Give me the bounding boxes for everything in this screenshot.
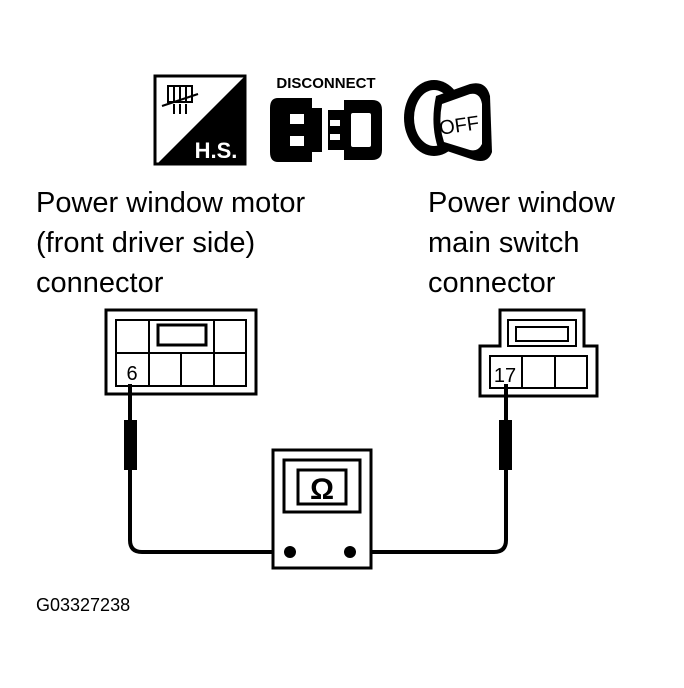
left-connector-title: Power window motor (front driver side) c…: [36, 187, 305, 299]
left-title-line-1: Power window motor: [36, 187, 305, 219]
left-title-line-3: connector: [36, 267, 164, 299]
harness-sign-label: H.S.: [195, 138, 238, 163]
left-title-line-2: (front driver side): [36, 227, 255, 259]
left-probe-lead: [124, 384, 290, 554]
left-connector: [104, 308, 258, 396]
meter-terminal-right: [344, 546, 356, 558]
disconnect-connector-icon: DISCONNECT: [270, 75, 382, 162]
ignition-key-off-icon: OFF: [404, 80, 492, 161]
left-terminal-label: 6: [126, 363, 137, 385]
disconnect-label: DISCONNECT: [276, 75, 375, 92]
right-probe-lead: [350, 384, 512, 554]
ohm-symbol: Ω: [310, 473, 334, 506]
ohmmeter: Ω: [271, 448, 373, 570]
right-title-line-1: Power window: [428, 187, 616, 219]
right-title-line-2: main switch: [428, 227, 580, 259]
right-title-line-3: connector: [428, 267, 556, 299]
figure-id: G03327238: [36, 595, 130, 615]
right-connector: [478, 308, 599, 398]
harness-connector-sketch: [161, 85, 199, 114]
meter-terminal-left: [284, 546, 296, 558]
harness-sign-icon: H.S.: [153, 74, 247, 166]
right-terminal-label: 17: [494, 365, 516, 387]
right-connector-title: Power window main switch connector: [428, 187, 616, 299]
